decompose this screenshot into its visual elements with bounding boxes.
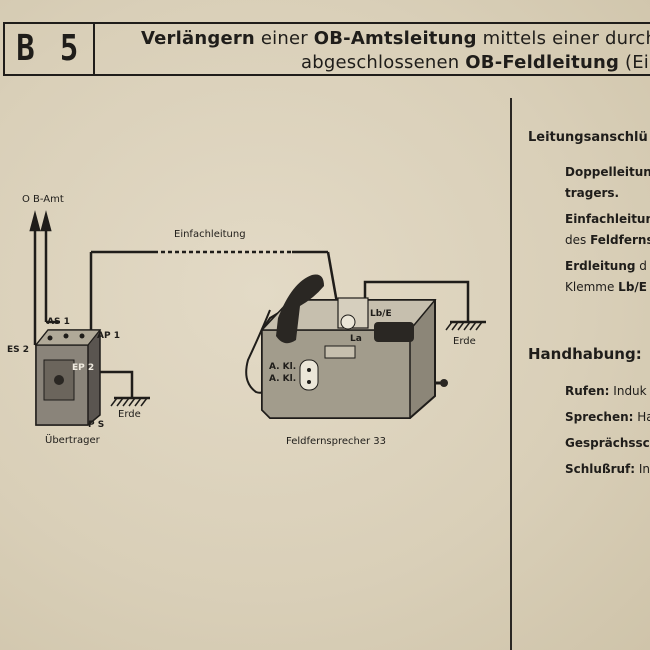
title-word-verlaengern: Verlängern xyxy=(141,28,255,49)
label-es2: ES 2 xyxy=(7,345,30,355)
section-code: B 5 xyxy=(16,28,82,69)
text-einfachleitung-1: Einfachleitun xyxy=(565,212,650,226)
heading-handhabung: Handhabung: xyxy=(528,345,642,363)
text-sprechen: Sprechen: Ha xyxy=(565,410,650,424)
text-einfachleitung-2: des Feldferns xyxy=(565,233,650,247)
text-doppelleitung-1: Doppelleitun xyxy=(565,165,650,179)
title-line-2: abgeschlossenen OB-Feldleitung (Einfa xyxy=(301,52,650,73)
header-box: B 5 Verlängern einer OB-Amtsleitung mitt… xyxy=(3,22,650,76)
label-ep2: EP 2 xyxy=(72,363,95,373)
label-ps: P S xyxy=(88,420,105,430)
label-la: La xyxy=(350,334,362,344)
text-rufen: Rufen: Induk xyxy=(565,384,647,398)
title-line-1: Verlängern einer OB-Amtsleitung mittels … xyxy=(141,28,650,49)
text-schlussruf: Schlußruf: In xyxy=(565,462,650,476)
label-uebertrager: Übertrager xyxy=(45,435,100,446)
title-word-abgeschlossenen: abgeschlossenen xyxy=(301,52,466,73)
column-divider xyxy=(510,98,512,650)
label-akl-2: A. Kl. xyxy=(269,374,297,384)
feldfernsprecher-device xyxy=(245,274,448,419)
erde-line-right xyxy=(363,280,486,331)
text-gespraechsschluss: Gesprächssch xyxy=(565,436,650,450)
title-word-ob-amtsleitung: OB-Amtsleitung xyxy=(313,28,477,49)
label-as1: AS 1 xyxy=(47,317,70,327)
text-erdleitung-1: Erdleitung d xyxy=(565,259,647,273)
title-word-einer: einer xyxy=(254,28,314,49)
section-code-cell: B 5 xyxy=(5,24,95,74)
title-word-mittels: mittels einer durch v xyxy=(482,28,650,49)
heading-leitungsanschluesse: Leitungsanschlü xyxy=(528,130,648,145)
title-word-einfa: (Einfa xyxy=(625,52,650,73)
text-erdleitung-2: Klemme Lb/E xyxy=(565,280,647,294)
label-akl-1: A. Kl. xyxy=(269,362,297,372)
label-einfachleitung: Einfachleitung xyxy=(174,229,246,240)
uebertrager-device xyxy=(34,329,102,426)
label-feldfernsprecher: Feldfernsprecher 33 xyxy=(286,436,387,447)
label-ap1: AP 1 xyxy=(97,331,120,341)
label-lbe: Lb/E xyxy=(370,309,392,319)
label-erde-left: Erde xyxy=(118,409,141,420)
ob-amt-arrows xyxy=(29,210,60,345)
title-word-ob-feldleitung: OB-Feldleitung xyxy=(465,52,620,73)
label-ob-amt: O B-Amt xyxy=(22,194,64,205)
label-erde-right: Erde xyxy=(453,336,476,347)
erde-line-left xyxy=(100,370,150,407)
text-doppelleitung-2: tragers. xyxy=(565,186,620,200)
